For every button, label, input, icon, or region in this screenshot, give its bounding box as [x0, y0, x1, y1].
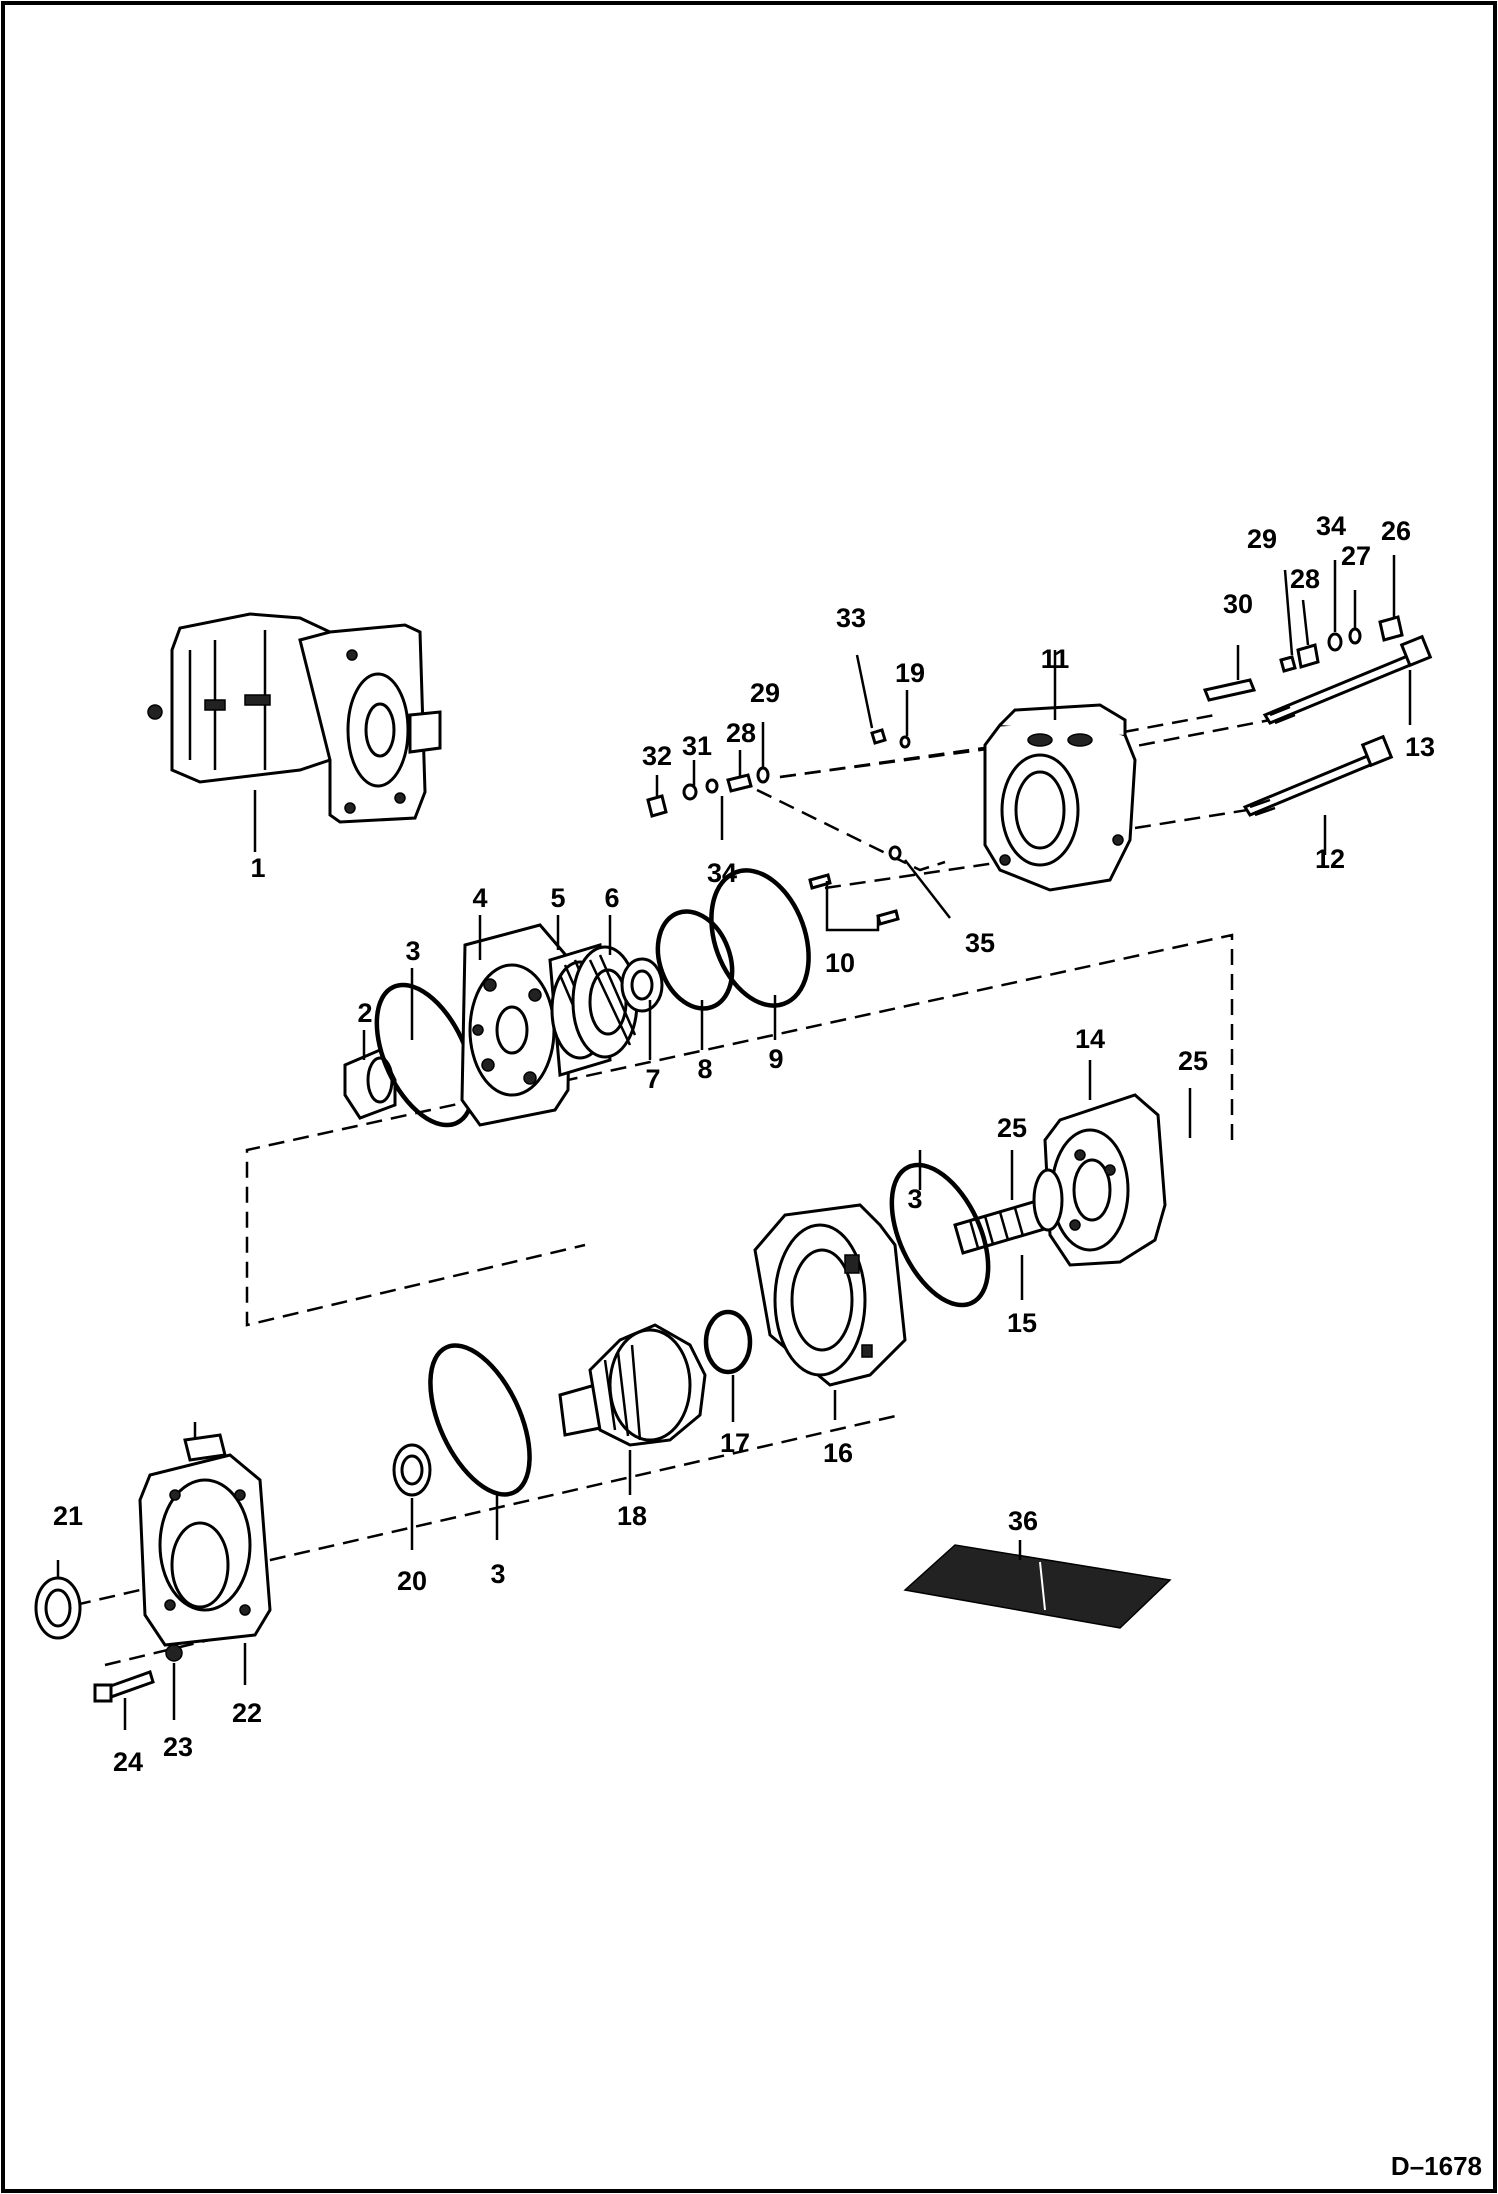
- mount-flange-part: [138, 1422, 272, 1647]
- callout-3-middle: 3: [907, 1184, 922, 1214]
- callout-22: 22: [232, 1698, 262, 1728]
- callout-3-upper: 3: [405, 936, 420, 966]
- seal-21-part: [34, 1576, 82, 1640]
- disc-valve-part: [571, 945, 639, 1059]
- callout-31: 31: [682, 731, 712, 761]
- callout-20: 20: [397, 1566, 427, 1596]
- callout-18: 18: [617, 1501, 647, 1531]
- callout-30: 30: [1223, 589, 1253, 619]
- o-ring-3-upper: [374, 982, 476, 1128]
- callout-35: 35: [965, 928, 995, 958]
- callout-29-right: 29: [1247, 524, 1277, 554]
- callout-28-left: 28: [726, 718, 756, 748]
- callout-21: 21: [53, 1501, 83, 1531]
- coupling-part: [343, 1048, 397, 1120]
- nut-23-part: [165, 1644, 183, 1662]
- small-valve-parts-left: [646, 728, 911, 926]
- callout-24: 24: [113, 1747, 143, 1777]
- o-ring-8: [655, 909, 735, 1011]
- callout-33: 33: [836, 603, 866, 633]
- output-shaft-part: [558, 1323, 707, 1447]
- callout-23: 23: [163, 1732, 193, 1762]
- callout-32: 32: [642, 741, 672, 771]
- callout-34-left: 34: [707, 858, 737, 888]
- callout-9: 9: [768, 1044, 783, 1074]
- washer-20-part: [392, 1443, 432, 1497]
- callout-16: 16: [823, 1438, 853, 1468]
- decal-part: [903, 1544, 1172, 1629]
- callout-10: 10: [825, 948, 855, 978]
- callout-11: 11: [1041, 644, 1070, 674]
- bolt-13-part: [1262, 634, 1433, 725]
- callout-3-lower: 3: [490, 1559, 505, 1589]
- callout-19: 19: [895, 658, 925, 688]
- callout-4: 4: [472, 883, 487, 913]
- callout-34-right: 34: [1316, 511, 1346, 541]
- drive-shaft-part: [953, 1168, 1064, 1255]
- o-ring-9: [709, 868, 811, 1008]
- callout-15: 15: [1007, 1308, 1037, 1338]
- callout-5: 5: [550, 883, 565, 913]
- o-ring-3-middle: [889, 1162, 991, 1308]
- leader-lines: [56, 555, 1412, 1730]
- callout-29-left: 29: [750, 678, 780, 708]
- motor-assembly-part: [147, 612, 442, 824]
- callout-12: 12: [1315, 844, 1345, 874]
- end-cover-part: [460, 923, 572, 1127]
- washer-7-part: [620, 957, 664, 1013]
- bearing-housing-part: [753, 1203, 907, 1387]
- wheel-motor-housing-part: [1043, 1093, 1167, 1267]
- callout-7: 7: [645, 1064, 660, 1094]
- callout-17: 17: [720, 1428, 750, 1458]
- callout-labels: 1 2 3 4 5 6 7 8 9 10 11 12 13 14 15 16 1…: [53, 511, 1435, 1777]
- callout-13: 13: [1405, 732, 1435, 762]
- valve-housing-part: [983, 703, 1137, 892]
- callout-28-right: 28: [1290, 564, 1320, 594]
- callout-27: 27: [1341, 541, 1371, 571]
- callout-1: 1: [250, 853, 265, 883]
- callout-25-right: 25: [1178, 1046, 1208, 1076]
- callout-14: 14: [1075, 1024, 1105, 1054]
- callout-2: 2: [357, 998, 372, 1028]
- callout-8: 8: [697, 1054, 712, 1084]
- callout-26: 26: [1381, 516, 1411, 546]
- o-ring-3-lower: [428, 1343, 532, 1497]
- document-id: D–1678: [1391, 2151, 1482, 2181]
- bolt-24-part: [93, 1670, 155, 1703]
- callout-36: 36: [1008, 1506, 1038, 1536]
- bolt-12-part: [1242, 734, 1394, 817]
- callout-6: 6: [604, 883, 619, 913]
- seal-17: [703, 1309, 753, 1375]
- callout-25-left: 25: [997, 1113, 1027, 1143]
- small-valve-parts-right: [1202, 615, 1404, 702]
